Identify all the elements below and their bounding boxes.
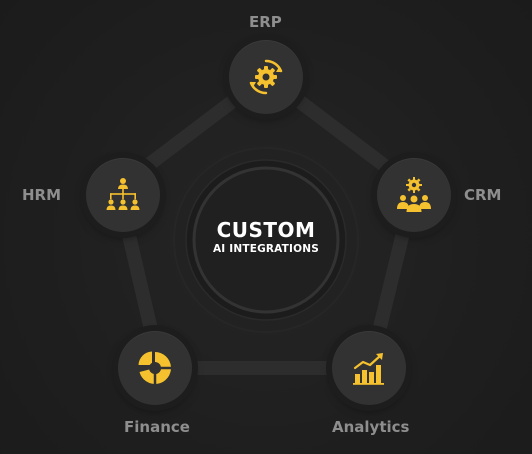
org-chart-icon	[106, 178, 140, 210]
center-hub: CUSTOM AI INTEGRATIONS	[186, 218, 346, 256]
analytics-node[interactable]	[332, 331, 406, 405]
hrm-label: HRM	[22, 186, 62, 204]
erp-node[interactable]	[229, 40, 303, 114]
finance-node[interactable]	[118, 331, 192, 405]
crm-node[interactable]	[377, 158, 451, 232]
pie-chart-icon	[138, 351, 171, 384]
hrm-node[interactable]	[86, 158, 160, 232]
center-subtitle: AI INTEGRATIONS	[212, 243, 320, 255]
center-title: CUSTOM	[216, 218, 316, 242]
gear-cycle-icon	[249, 59, 283, 95]
erp-label: ERP	[249, 13, 282, 31]
finance-label: Finance	[124, 418, 190, 436]
team-gear-icon	[397, 177, 431, 212]
analytics-label: Analytics	[332, 418, 410, 436]
center-disc	[192, 166, 340, 314]
crm-label: CRM	[464, 186, 502, 204]
bar-chart-up-icon	[353, 353, 384, 385]
